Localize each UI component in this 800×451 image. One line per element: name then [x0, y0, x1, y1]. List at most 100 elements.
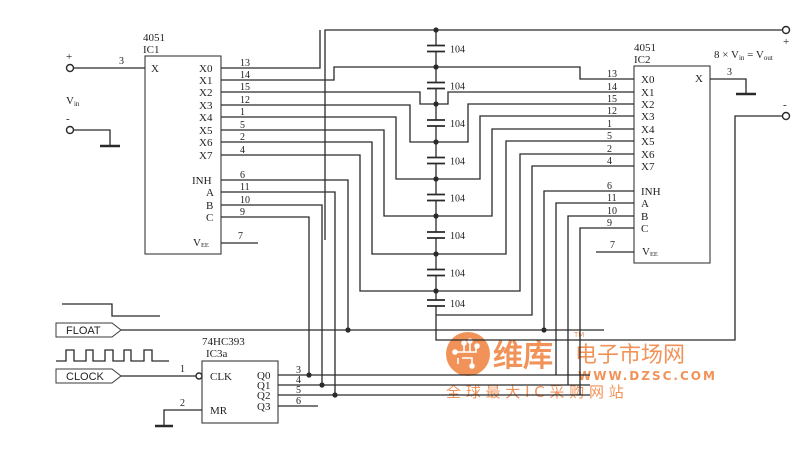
output-plus-label: + — [783, 36, 789, 48]
ic2-vee-pin: 7 — [610, 240, 615, 251]
watermark-brand: 维库 — [493, 339, 553, 374]
ic2-channel-pin: 2 — [607, 144, 612, 155]
ic1-channel-label: X7 — [199, 150, 213, 162]
ic1-control-pin: 11 — [240, 182, 250, 193]
ic3-output-pin: 5 — [296, 385, 301, 396]
capacitor-value: 104 — [450, 82, 465, 93]
ic1-channel-label: X1 — [199, 75, 212, 87]
ic1-part: 4051 — [143, 32, 165, 44]
ic3-clk-label: CLK — [210, 371, 232, 383]
ic1-body — [144, 55, 222, 255]
watermark-slogan: 全 球 最 大 I C 采 购 网 站 — [446, 383, 624, 401]
ic1-control-label: C — [206, 212, 213, 224]
junction-dot — [306, 372, 312, 378]
ic1-channel-pin: 1 — [240, 107, 245, 118]
ic2-channel-pin: 12 — [607, 106, 617, 117]
ic1-control-pin: 9 — [240, 207, 245, 218]
float-signal: FLOAT — [55, 303, 604, 338]
ic2-channel-label: X7 — [641, 161, 655, 173]
ic2-control-pin: 11 — [607, 193, 617, 204]
junction-dot — [433, 27, 439, 33]
ic1-channel-label: X4 — [199, 112, 213, 124]
ic1-channel-pin: 5 — [240, 120, 245, 131]
ic1-vee-pin: 7 — [238, 231, 243, 242]
watermark-tm: TM — [573, 331, 584, 339]
ic2-control-pin: 6 — [607, 181, 612, 192]
ic2-body — [633, 65, 711, 264]
ic2-ref: IC2 — [634, 54, 651, 66]
ic2-channel-pin: 14 — [607, 82, 617, 93]
watermark-url: WWW.DZSC.COM — [578, 369, 717, 383]
ic1-channel-label: X6 — [199, 137, 213, 149]
watermark-logo-icon — [446, 332, 490, 376]
ic2-channel-label: X0 — [641, 74, 655, 86]
clock-label: CLOCK — [66, 371, 105, 383]
input-minus-label: - — [66, 113, 70, 125]
ic3-output-label: Q2 — [257, 390, 270, 402]
ic2-channel-pin: 13 — [607, 69, 617, 80]
output-minus-terminal[interactable] — [781, 111, 791, 121]
clock-signal: CLOCK — [55, 349, 196, 384]
capacitor-value: 104 — [450, 157, 465, 168]
ic2: 4051 IC2 X X013X114X215X312X41X55X62X74 … — [596, 42, 756, 264]
float-waveform-icon — [62, 303, 160, 317]
ic1-ref: IC1 — [143, 44, 160, 56]
ic2-channel-label: X1 — [641, 87, 654, 99]
ic3-mr-label: MR — [210, 405, 228, 417]
clk-inversion-bubble-icon — [195, 372, 203, 380]
ic2-control-pin: 10 — [607, 206, 617, 217]
ic3-clk-pin: 1 — [180, 364, 185, 375]
junction-dot — [332, 392, 338, 398]
input-plus-label: + — [66, 51, 72, 63]
ic1-control-pin: 6 — [240, 170, 245, 181]
float-label: FLOAT — [66, 325, 101, 337]
ic3-ref: IC3a — [206, 348, 228, 360]
input-minus-terminal[interactable] — [65, 125, 75, 135]
capacitor-value: 104 — [450, 299, 465, 310]
output-equation: 8 × Vin = Vout — [714, 49, 773, 62]
ic2-channel-pin: 5 — [607, 131, 612, 142]
ic1-channel-label: X3 — [199, 100, 213, 112]
capacitor-value: 104 — [450, 119, 465, 130]
ic3-output-label: Q3 — [257, 401, 271, 413]
ic1-vee-label: VEE — [193, 237, 209, 249]
output-minus-label: - — [783, 99, 787, 111]
ic1-control-label: A — [206, 187, 214, 199]
ic3-output-label: Q0 — [257, 370, 271, 382]
ic1-channel-pin: 15 — [240, 82, 250, 93]
ic3-output-label: Q1 — [257, 380, 270, 392]
ic1-control-pin: 10 — [240, 195, 250, 206]
ic2-x-pin: X — [695, 73, 703, 85]
ic1-x-pin: X — [151, 63, 159, 75]
ic1-channel-pin: 2 — [240, 132, 245, 143]
ic2-channel-pin: 1 — [607, 119, 612, 130]
ic1-channel-label: X5 — [199, 125, 213, 137]
wiring — [221, 30, 634, 395]
ic1-channel-pin: 12 — [240, 95, 250, 106]
junction-dot — [319, 382, 325, 388]
ic2-x-pin-number: 3 — [727, 67, 732, 78]
ic2-control-pin: 9 — [607, 218, 612, 229]
clock-waveform-icon — [56, 349, 169, 362]
ic1-channel-pin: 14 — [240, 70, 250, 81]
ic3-output-pin: 6 — [296, 396, 301, 407]
output-plus-terminal[interactable] — [781, 25, 791, 35]
ic2-control-label: B — [641, 211, 648, 223]
ic1-channel-pin: 13 — [240, 58, 250, 69]
ic3-output-pin: 4 — [296, 375, 301, 386]
input-plus-terminal[interactable] — [65, 63, 75, 73]
capacitor-value: 104 — [450, 269, 465, 280]
ic1-control-label: INH — [192, 175, 212, 187]
watermark-title: 电子市场网 — [575, 343, 685, 368]
vin-label: Vin — [66, 95, 80, 108]
capacitor-value: 104 — [450, 45, 465, 56]
ic2-vee-label: VEE — [642, 246, 658, 258]
ic2-channel-label: X2 — [641, 99, 654, 111]
ic2-channel-label: X6 — [641, 149, 655, 161]
ic2-control-label: A — [641, 198, 649, 210]
ic1-control-label: B — [206, 200, 213, 212]
ic2-channel-pin: 15 — [607, 94, 617, 105]
